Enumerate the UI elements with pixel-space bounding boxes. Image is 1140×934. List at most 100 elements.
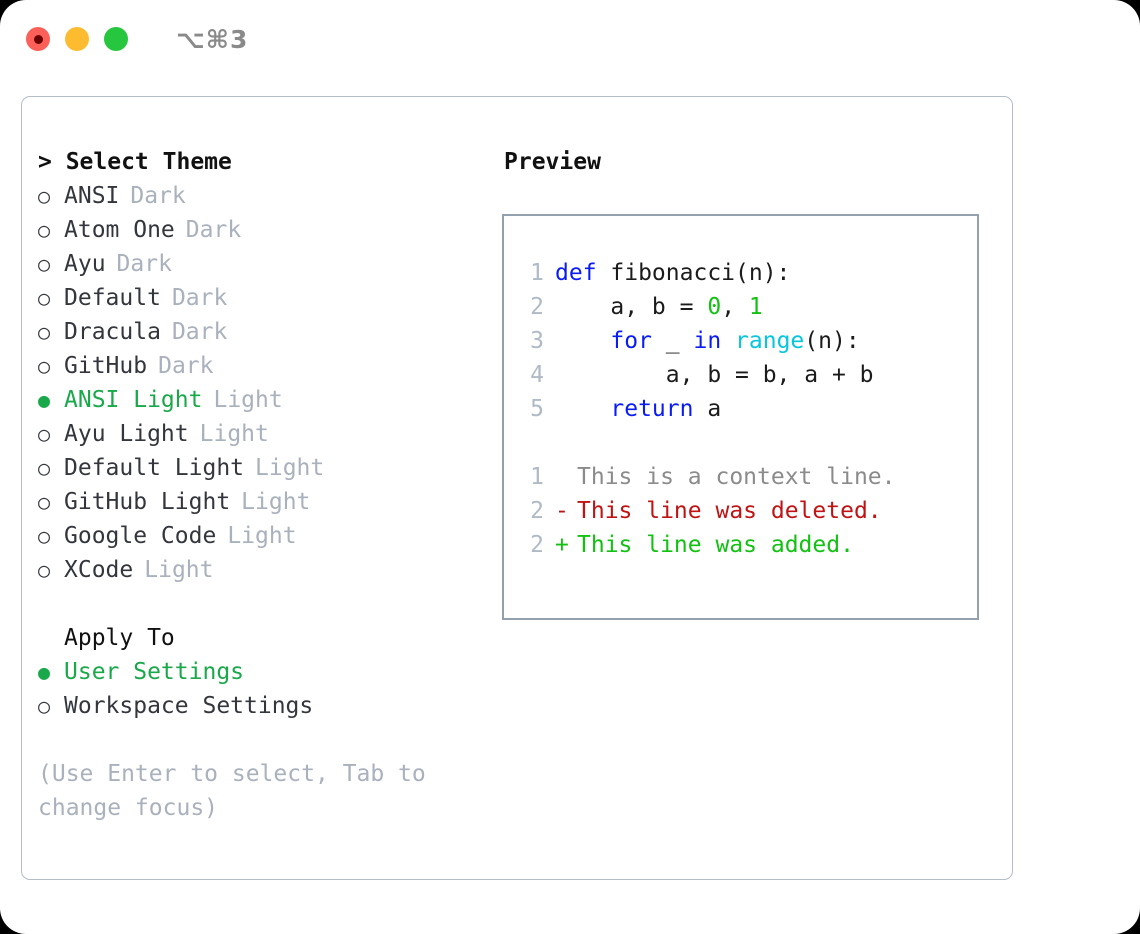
preview-heading: Preview (504, 149, 601, 175)
close-button-icon[interactable] (26, 27, 50, 51)
code-line: 1 def fibonacci(n): (518, 256, 977, 290)
code-token (555, 392, 610, 426)
keyboard-hint-text: (Use Enter to select, Tab to change focu… (38, 761, 426, 821)
diff-text: This is a context line. (577, 464, 896, 490)
select-theme-heading: > Select Theme (38, 149, 232, 175)
code-token: for (610, 328, 652, 354)
theme-option-kind: Light (213, 387, 283, 413)
theme-option-label: XCode (64, 557, 134, 583)
theme-option-label: GitHub Light (64, 489, 231, 515)
apply-to-option-list[interactable]: ● User Settings ○ Workspace Settings (38, 655, 502, 723)
diff-line: 1 This is a context line. (518, 460, 977, 494)
theme-option-label: ANSI Light (64, 387, 203, 413)
theme-option-ansi[interactable]: ○ ANSI Dark (38, 179, 502, 213)
code-token (721, 324, 735, 358)
theme-option-kind: Dark (185, 217, 242, 243)
code-token: a, b = b, a + b (555, 362, 874, 388)
diff-sample: 1 This is a context line.2-This line was… (518, 460, 977, 562)
radio-unselected-icon: ○ (38, 422, 51, 446)
code-token: fibonacci(n): (596, 260, 791, 286)
theme-option-label: Atom One (64, 217, 175, 243)
radio-unselected-icon: ○ (38, 320, 51, 344)
radio-unselected-icon: ○ (38, 524, 51, 548)
theme-option-kind: Light (199, 421, 269, 447)
radio-unselected-icon: ○ (38, 354, 51, 378)
code-token: range (735, 328, 805, 354)
theme-option-ansi-light[interactable]: ● ANSI Light Light (38, 383, 502, 417)
code-line: 2 a, b = 0, 1 (518, 290, 977, 324)
theme-option-label: Default Light (64, 455, 245, 481)
diff-line: 2+This line was added. (518, 528, 977, 562)
keyboard-shortcut-label: ⌥⌘3 (176, 24, 249, 54)
code-line: 3 for _ in range(n): (518, 324, 977, 358)
radio-unselected-icon: ○ (38, 184, 51, 208)
radio-unselected-icon: ○ (38, 490, 51, 514)
radio-unselected-icon: ○ (38, 252, 51, 276)
theme-option-kind: Dark (116, 251, 172, 277)
diff-line-number: 2 (530, 498, 544, 524)
theme-option-label: GitHub (64, 353, 148, 379)
diff-text: This line was deleted. (577, 498, 882, 524)
code-line: 4 a, b = b, a + b (518, 358, 977, 392)
window-controls (26, 27, 128, 51)
theme-option-ayu[interactable]: ○ Ayu Dark (38, 247, 502, 281)
code-line: 5 return a (518, 392, 977, 426)
code-token (555, 324, 610, 358)
theme-option-kind: Light (255, 455, 325, 481)
theme-option-label: Google Code (64, 523, 217, 549)
title-bar: ⌥⌘3 (0, 0, 1140, 78)
theme-option-label: Ayu (64, 251, 106, 277)
radio-unselected-icon: ○ (38, 694, 51, 718)
code-line-number: 3 (530, 328, 544, 354)
theme-option-kind: Dark (158, 353, 214, 379)
theme-option-kind: Dark (130, 183, 186, 209)
radio-unselected-icon: ○ (38, 218, 51, 242)
theme-option-google-code[interactable]: ○ Google Code Light (38, 519, 502, 553)
theme-option-github[interactable]: ○ GitHub Dark (38, 349, 502, 383)
apply-to-heading: Apply To (38, 621, 502, 655)
code-token: in (693, 328, 722, 354)
zoom-button-icon[interactable] (104, 27, 128, 51)
code-token: _ (651, 328, 694, 354)
code-token: return (610, 396, 694, 422)
code-line-number: 1 (530, 260, 544, 286)
apply-to-option-workspace-settings[interactable]: ○ Workspace Settings (38, 689, 502, 723)
code-token: (n): (804, 328, 860, 354)
diff-text: This line was added. (577, 532, 854, 558)
minimize-button-icon[interactable] (65, 27, 89, 51)
radio-selected-icon: ● (38, 660, 51, 684)
code-token: def (555, 260, 597, 286)
theme-option-default[interactable]: ○ Default Dark (38, 281, 502, 315)
code-token: a (693, 396, 722, 422)
code-line-number: 2 (530, 294, 544, 320)
theme-option-label: Default (64, 285, 161, 311)
apply-to-option-label: User Settings (64, 659, 245, 685)
theme-option-atom-one[interactable]: ○ Atom One Dark (38, 213, 502, 247)
radio-unselected-icon: ○ (38, 558, 51, 582)
apply-to-option-user-settings[interactable]: ● User Settings (38, 655, 502, 689)
apply-to-label: Apply To (64, 625, 175, 651)
diff-marker (555, 460, 577, 494)
code-line-number: 5 (530, 396, 544, 422)
code-token: , (721, 294, 749, 320)
code-token: 1 (748, 294, 763, 320)
theme-option-xcode[interactable]: ○ XCode Light (38, 553, 502, 587)
diff-line-number: 1 (530, 464, 544, 490)
radio-selected-icon: ● (38, 388, 51, 412)
theme-option-label: ANSI (64, 183, 120, 209)
theme-option-kind: Light (227, 523, 297, 549)
apply-to-option-label: Workspace Settings (64, 693, 314, 719)
theme-option-kind: Light (144, 557, 214, 583)
diff-line: 2-This line was deleted. (518, 494, 977, 528)
theme-option-kind: Dark (171, 285, 228, 311)
radio-unselected-icon: ○ (38, 286, 51, 310)
